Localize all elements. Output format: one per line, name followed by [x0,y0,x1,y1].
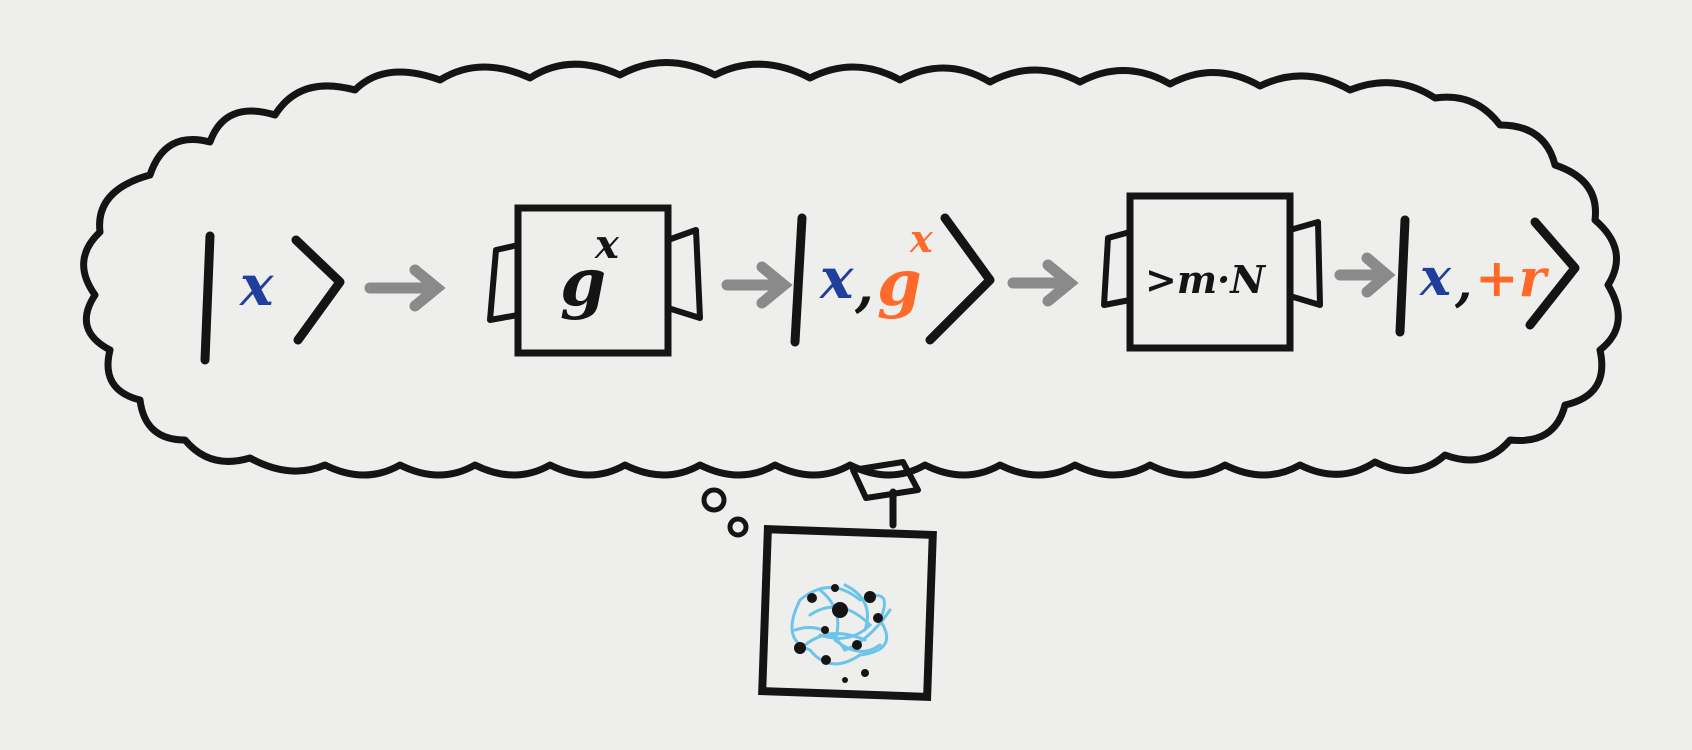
thought-bubble-small [727,516,749,538]
input-ket: x [200,231,345,365]
gate-output-port [666,227,703,321]
ket-bar [1395,215,1410,337]
gate-box [514,204,672,357]
thought-bubble-medium [701,487,727,513]
gate-compare: >m·N [1101,192,1323,352]
gate-input-port [487,242,519,323]
middle-ket: x , g x [790,213,995,347]
ket-bar [790,213,807,347]
ket-x-label: x [1419,247,1452,308]
gate-base-label: g [560,243,606,321]
ket-bar [200,231,215,365]
computer-body [758,525,937,701]
gate-output-port [1289,219,1323,308]
ket-exponent-label: x [909,216,934,261]
output-ket: x , +r [1395,215,1580,337]
gate-box [1126,192,1294,352]
ket-comma: , [854,254,874,318]
ket-result-label: +r [1475,248,1550,309]
arrow-right [1334,252,1396,298]
ket-comma: , [1454,253,1472,312]
gate-compare-label: >m·N [1145,257,1266,302]
ket-x-label: x [239,253,274,319]
ket-angle [925,213,995,345]
qubit-dots [794,584,883,683]
antenna-plate [850,459,921,501]
ket-x-label: x [819,246,854,312]
thought-cloud [80,59,1622,479]
gate-exponent-label: x [594,221,620,268]
quantum-computer-icon [758,459,937,701]
ket-angle [1525,217,1580,330]
arrow-right [364,264,446,312]
gate-input-port [1101,229,1131,308]
gate-modexp: g x [487,204,703,357]
ket-base-label: g [877,246,922,321]
arrow-right [721,261,793,309]
arrow-right [1007,259,1079,307]
ket-angle [291,235,345,345]
